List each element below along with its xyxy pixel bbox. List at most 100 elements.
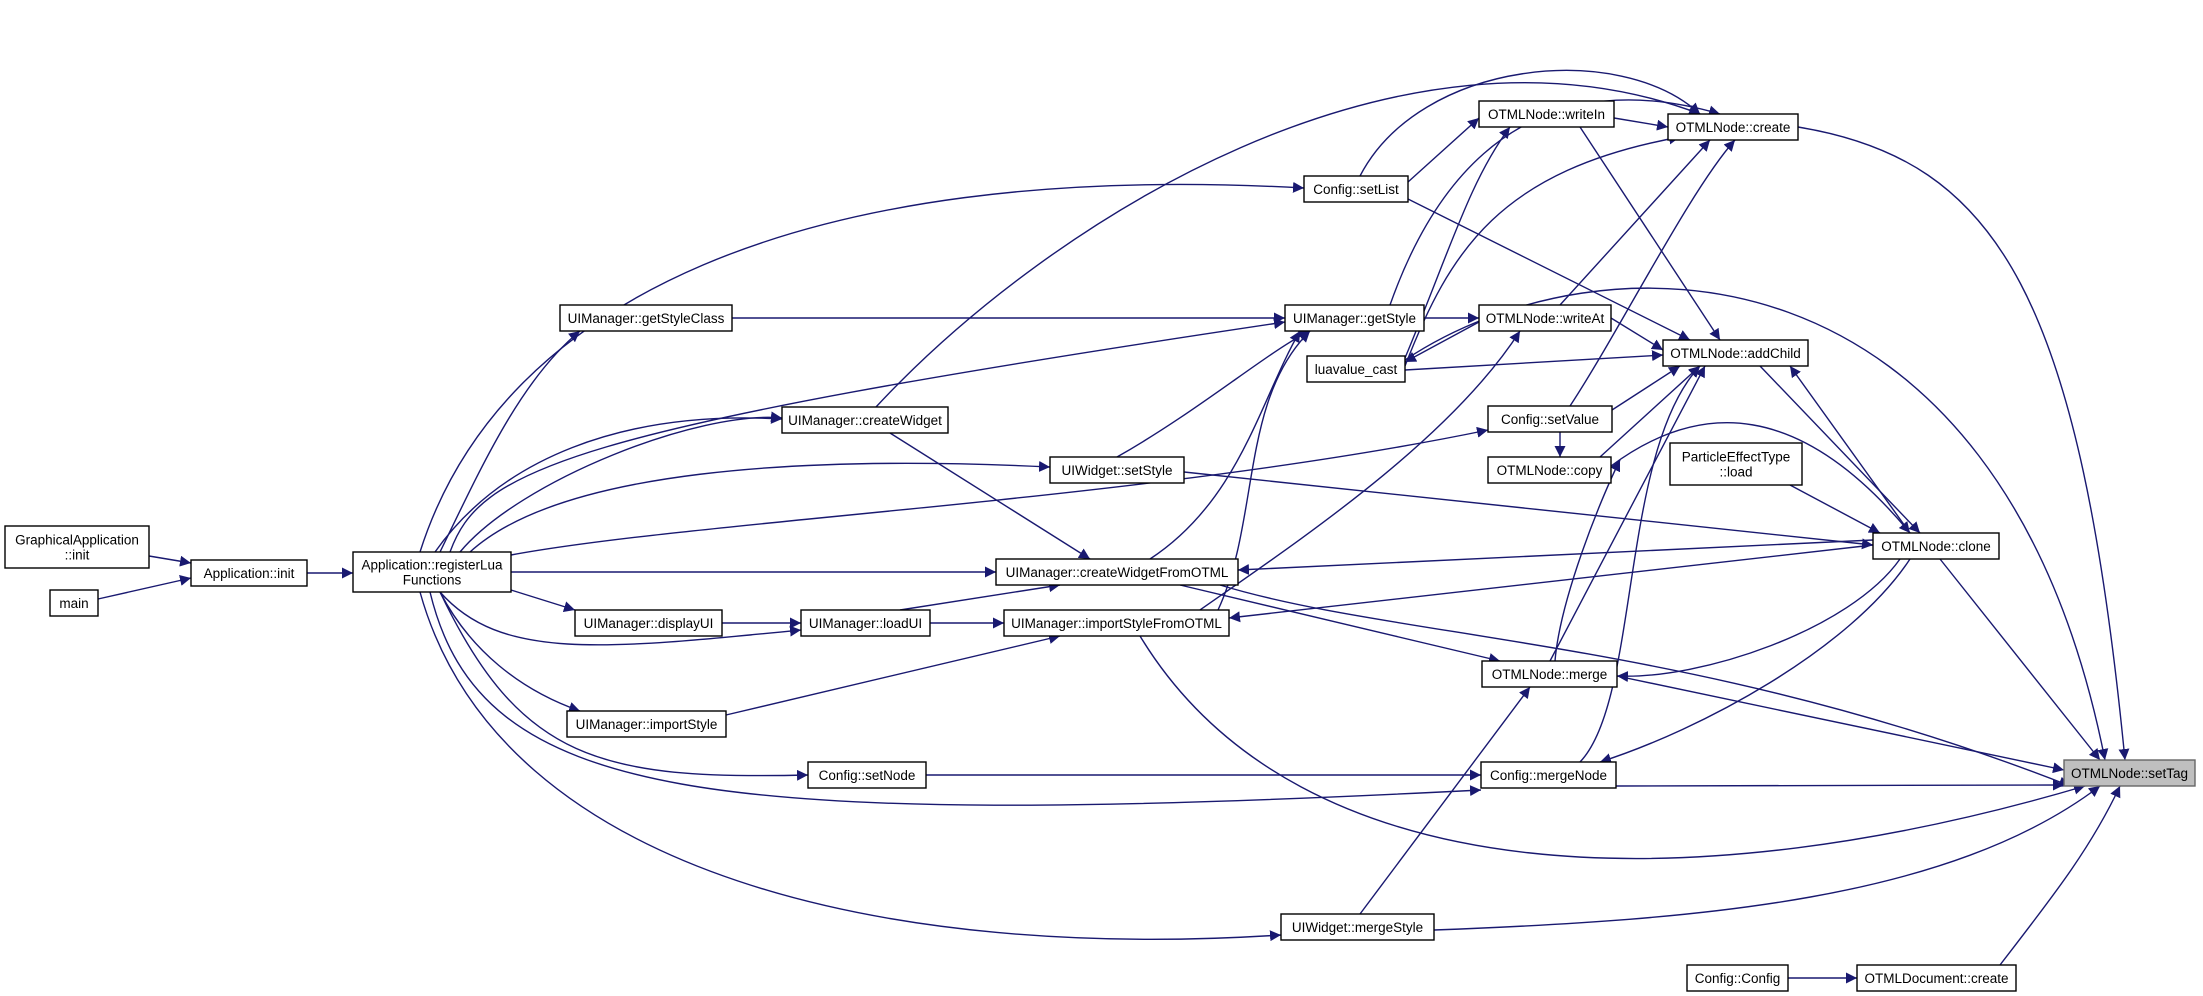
edge-registerlua-uiwsetstyle xyxy=(469,460,1051,553)
node-setvalue[interactable]: Config::setValue xyxy=(1487,405,1613,433)
node-box xyxy=(566,710,727,738)
node-label: UIManager::displayUI xyxy=(584,616,714,631)
node-getstyleclass[interactable]: UIManager::getStyleClass xyxy=(559,304,733,332)
edge-merge-copy2 xyxy=(1554,459,1621,662)
node-appinit[interactable]: Application::init xyxy=(190,559,308,587)
node-cwfromotml[interactable]: UIManager::createWidgetFromOTML xyxy=(995,558,1239,586)
node-getstyle[interactable]: UIManager::getStyle xyxy=(1284,304,1425,332)
node-label: main xyxy=(59,596,88,611)
edge-registerlua-createwidget2 xyxy=(459,411,783,553)
node-doccreate[interactable]: OTMLDocument::create xyxy=(1856,964,2017,992)
edge-cwfromotml-getstyle xyxy=(1149,330,1301,560)
node-box xyxy=(1306,355,1406,383)
edge-merge-settag xyxy=(1616,675,2065,774)
node-writeat[interactable]: OTMLNode::writeAt xyxy=(1478,304,1612,332)
edge-registerlua-loadui xyxy=(439,591,802,646)
node-box xyxy=(1478,304,1612,332)
node-addchild[interactable]: OTMLNode::addChild xyxy=(1662,339,1809,367)
edge-createwidget-cwfromotml xyxy=(889,432,1091,560)
node-setnode[interactable]: Config::setNode xyxy=(807,761,927,789)
node-setlist[interactable]: Config::setList xyxy=(1303,175,1409,203)
edge-setvalue-addchild xyxy=(1611,365,1681,411)
node-displayui[interactable]: UIManager::displayUI xyxy=(574,609,723,637)
edge-writeat-create xyxy=(1559,139,1711,306)
node-box xyxy=(4,525,150,569)
node-label: OTMLDocument::create xyxy=(1864,971,2008,986)
node-gfxinit[interactable]: GraphicalApplication::init xyxy=(4,525,150,569)
edge-registerlua-mergestyle xyxy=(419,591,1282,942)
node-label: Application::init xyxy=(204,566,295,581)
edge-registerlua-importstyle xyxy=(439,591,581,713)
edge-registerlua-setvalue xyxy=(510,426,1489,556)
edge-createwidget-create xyxy=(875,81,1701,408)
node-box xyxy=(1478,100,1615,128)
node-copy[interactable]: OTMLNode::copy xyxy=(1487,456,1612,484)
edge-luacast-addchild xyxy=(1404,350,1664,371)
node-label: Config::Config xyxy=(1695,971,1781,986)
node-box xyxy=(800,609,931,637)
edge-doccreate-settag xyxy=(1999,785,2121,966)
node-importstyle[interactable]: UIManager::importStyle xyxy=(566,710,727,738)
edge-setlist-addchild xyxy=(1407,198,1691,341)
node-settag[interactable]: OTMLNode::setTag xyxy=(2063,759,2196,787)
node-mergestyle[interactable]: UIWidget::mergeStyle xyxy=(1280,913,1435,941)
node-label: UIWidget::setStyle xyxy=(1061,463,1172,478)
node-configconfig[interactable]: Config::Config xyxy=(1686,964,1789,992)
node-create[interactable]: OTMLNode::create xyxy=(1667,113,1799,141)
node-label: OTMLNode::copy xyxy=(1497,463,1603,478)
edge-registerlua-createwidget xyxy=(434,412,783,553)
node-label: luavalue_cast xyxy=(1315,362,1398,377)
node-merge[interactable]: OTMLNode::merge xyxy=(1481,660,1618,688)
edge-registerlua-getstyle xyxy=(449,318,1286,553)
node-label: UIWidget::mergeStyle xyxy=(1292,920,1423,935)
edge-registerlua-mergenode xyxy=(429,591,1482,806)
edge-importstyle-isfromotml xyxy=(725,633,1061,716)
node-box xyxy=(1669,442,1803,486)
edge-clone-settag xyxy=(1939,558,2101,761)
node-createwidget[interactable]: UIManager::createWidget xyxy=(781,406,949,434)
edge-writeln-create xyxy=(1613,117,1669,131)
node-clone[interactable]: OTMLNode::clone xyxy=(1872,532,2000,560)
edge-registerlua-setlist xyxy=(419,181,1305,553)
node-label: ::init xyxy=(65,548,90,563)
node-label: UIManager::loadUI xyxy=(809,616,922,631)
node-box xyxy=(781,406,949,434)
edge-isfromotml-settag xyxy=(1139,635,2086,860)
node-label: UIManager::createWidget xyxy=(788,413,942,428)
edge-clone-addchild xyxy=(1789,365,1911,534)
node-box xyxy=(995,558,1239,586)
node-label: ParticleEffectType xyxy=(1682,450,1791,465)
node-label: ::load xyxy=(1719,465,1752,480)
node-box xyxy=(574,609,723,637)
node-label: OTMLNode::writeAt xyxy=(1486,311,1605,326)
node-luacast[interactable]: luavalue_cast xyxy=(1306,355,1406,383)
node-loadui[interactable]: UIManager::loadUI xyxy=(800,609,931,637)
edge-cwfromotml-settag xyxy=(1219,584,2071,788)
node-box xyxy=(190,559,308,587)
edge-copy-addchild xyxy=(1599,365,1701,458)
node-label: UIManager::getStyleClass xyxy=(568,311,725,326)
edge-clone-cwfromotml xyxy=(1237,539,1874,575)
node-box xyxy=(1856,964,2017,992)
node-particle[interactable]: ParticleEffectType::load xyxy=(1669,442,1803,486)
edge-mergestyle-settag xyxy=(1433,785,2101,931)
node-box xyxy=(1686,964,1789,992)
node-label: Config::setNode xyxy=(819,768,916,783)
node-main[interactable]: main xyxy=(49,589,99,617)
edge-getstyle-create xyxy=(1389,99,1721,306)
node-box xyxy=(807,761,927,789)
edge-registerlua-displayui xyxy=(510,589,576,612)
node-writeln[interactable]: OTMLNode::writeIn xyxy=(1478,100,1615,128)
node-uiwsetstyle[interactable]: UIWidget::setStyle xyxy=(1049,456,1185,484)
node-box xyxy=(1003,609,1230,637)
edge-isfromotml-writeat xyxy=(1199,330,1521,611)
node-isfromotml[interactable]: UIManager::importStyleFromOTML xyxy=(1003,609,1230,637)
node-box xyxy=(1487,405,1613,433)
node-box xyxy=(2063,759,2196,787)
node-mergenode[interactable]: Config::mergeNode xyxy=(1480,761,1617,789)
edge-uiwsetstyle-clone xyxy=(1183,471,1874,550)
node-box xyxy=(1872,532,2000,560)
node-box xyxy=(1662,339,1809,367)
